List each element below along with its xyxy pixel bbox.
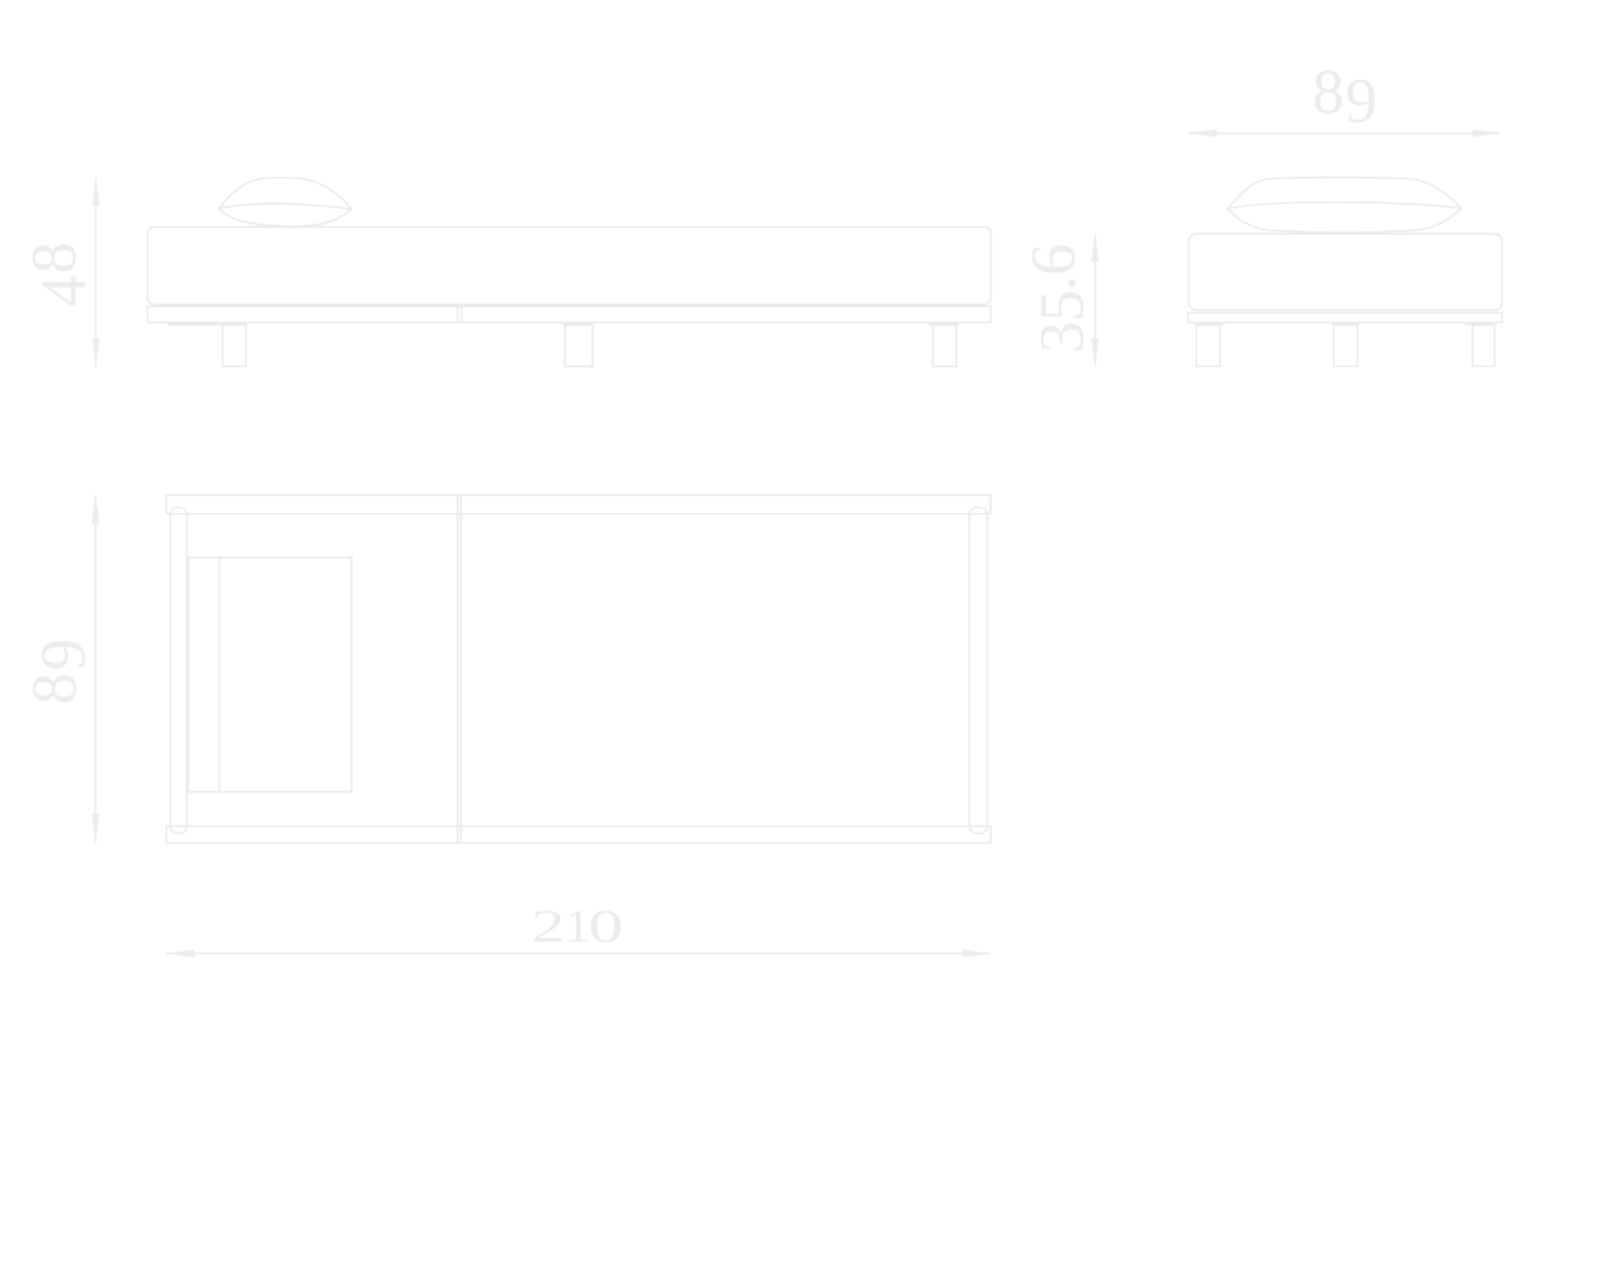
svg-text:.: . — [1018, 275, 1089, 291]
svg-text:3: 3 — [1026, 321, 1097, 353]
svg-text:0: 0 — [588, 900, 623, 952]
svg-text:8: 8 — [1312, 56, 1344, 127]
svg-text:1: 1 — [564, 900, 591, 952]
svg-text:4: 4 — [27, 275, 98, 307]
svg-text:9: 9 — [27, 639, 98, 671]
svg-text:8: 8 — [19, 673, 90, 705]
svg-text:8: 8 — [18, 242, 89, 274]
svg-text:9: 9 — [1345, 65, 1377, 136]
svg-text:2: 2 — [531, 900, 565, 952]
svg-text:6: 6 — [1018, 244, 1089, 276]
svg-text:5: 5 — [1026, 290, 1097, 322]
